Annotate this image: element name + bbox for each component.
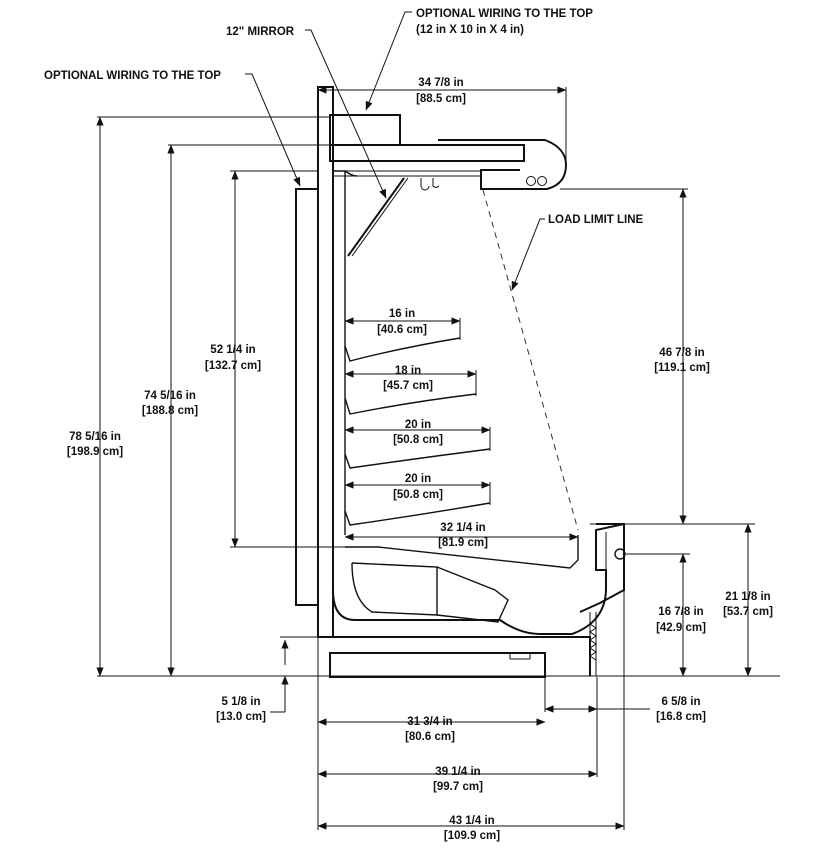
dimension-lines	[96, 86, 752, 830]
callout-leaders	[245, 11, 545, 291]
base-drain	[509, 652, 531, 660]
callout-labels: OPTIONAL WIRING TO THE TOP (12 in X 10 i…	[44, 8, 644, 226]
label-load-limit: LOAD LIMIT LINE	[548, 214, 644, 226]
base-vent	[589, 612, 597, 676]
dim-top-depth-in: 34 7/8 in	[418, 77, 463, 89]
dim-shelf-1-in: 16 in	[389, 308, 415, 320]
dim-display-height-cm: [132.7 cm]	[205, 360, 261, 372]
dim-overall-height-in: 78 5/16 in	[69, 431, 121, 443]
dim-overall-depth-in: 43 1/4 in	[449, 815, 494, 827]
dim-well-depth-in: 32 1/4 in	[440, 522, 485, 534]
product-wedge	[436, 566, 509, 623]
canopy	[329, 144, 525, 162]
dim-case-depth-cm: [99.7 cm]	[433, 781, 483, 793]
load-limit-line	[482, 189, 579, 531]
shelf-1	[344, 337, 461, 362]
mirror-back	[351, 177, 409, 257]
dim-bumper-height-cm: [42.9 cm]	[656, 622, 706, 634]
dim-base-height-in: 5 1/8 in	[222, 696, 261, 708]
base-rail	[329, 652, 546, 678]
rear-wall	[317, 86, 334, 638]
dim-front-offset-cm: [16.8 cm]	[656, 711, 706, 723]
well-tub	[332, 523, 625, 635]
product-block	[351, 562, 438, 616]
canopy-light-right	[537, 176, 547, 186]
dim-bumper-height-in: 16 7/8 in	[658, 606, 703, 618]
dim-shelf-2-cm: [45.7 cm]	[383, 380, 433, 392]
dim-open-height-cm: [119.1 cm]	[654, 362, 710, 374]
shelf-2	[344, 393, 477, 415]
dim-well-depth-cm: [81.9 cm]	[438, 537, 488, 549]
dim-front-height-in: 21 1/8 in	[725, 591, 770, 603]
dim-open-height-in: 46 7/8 in	[659, 347, 704, 359]
deck-pan	[345, 535, 579, 569]
label-mirror: 12" MIRROR	[226, 26, 295, 38]
dim-display-height-in: 52 1/4 in	[210, 344, 255, 356]
leader-wiring-top-left	[245, 73, 301, 187]
dim-canopy-height-cm: [188.8 cm]	[142, 405, 198, 417]
dim-canopy-height-in: 74 5/16 in	[144, 390, 196, 402]
shelf-3	[344, 448, 491, 469]
dim-shelf-4-in: 20 in	[405, 473, 431, 485]
label-wiring-top-left: OPTIONAL WIRING TO THE TOP	[44, 70, 221, 82]
light-clip-b	[432, 178, 440, 188]
extension-lines	[97, 87, 780, 830]
dim-top-depth-cm: [88.5 cm]	[416, 93, 466, 105]
dim-overall-height-cm: [198.9 cm]	[67, 446, 123, 458]
dim-case-depth-in: 39 1/4 in	[435, 766, 480, 778]
dim-front-height-cm: [53.7 cm]	[723, 606, 773, 618]
label-wiring-top-right-size: (12 in X 10 in X 4 in)	[416, 24, 524, 36]
bumper-pivot	[614, 548, 626, 560]
leader-wiring-top-right	[365, 11, 412, 111]
dim-base-depth-in: 31 3/4 in	[407, 716, 452, 728]
front-bumper	[579, 523, 625, 613]
dim-shelf-4-cm: [50.8 cm]	[393, 489, 443, 501]
top-wiring-box	[329, 114, 401, 146]
leader-load-limit	[511, 218, 545, 291]
dim-shelf-3-cm: [50.8 cm]	[393, 434, 443, 446]
leader-mirror	[305, 29, 387, 199]
dim-base-height-cm: [13.0 cm]	[216, 711, 266, 723]
dim-shelf-3-in: 20 in	[405, 419, 431, 431]
dimension-labels: 34 7/8 in [88.5 cm] 78 5/16 in [198.9 cm…	[67, 77, 773, 842]
mirror	[347, 177, 405, 257]
label-wiring-top-right: OPTIONAL WIRING TO THE TOP	[416, 8, 593, 20]
dim-shelf-1-cm: [40.6 cm]	[377, 324, 427, 336]
dim-overall-depth-cm: [109.9 cm]	[444, 830, 500, 842]
wiring-raceway-left	[295, 188, 319, 606]
dim-base-depth-cm: [80.6 cm]	[405, 731, 455, 743]
dim-shelf-2-in: 18 in	[395, 365, 421, 377]
shelf-4	[344, 502, 491, 526]
canopy-light-left	[526, 176, 536, 186]
light-clip-a	[420, 178, 430, 191]
base-frame	[318, 636, 591, 676]
dim-front-offset-in: 6 5/8 in	[662, 696, 701, 708]
